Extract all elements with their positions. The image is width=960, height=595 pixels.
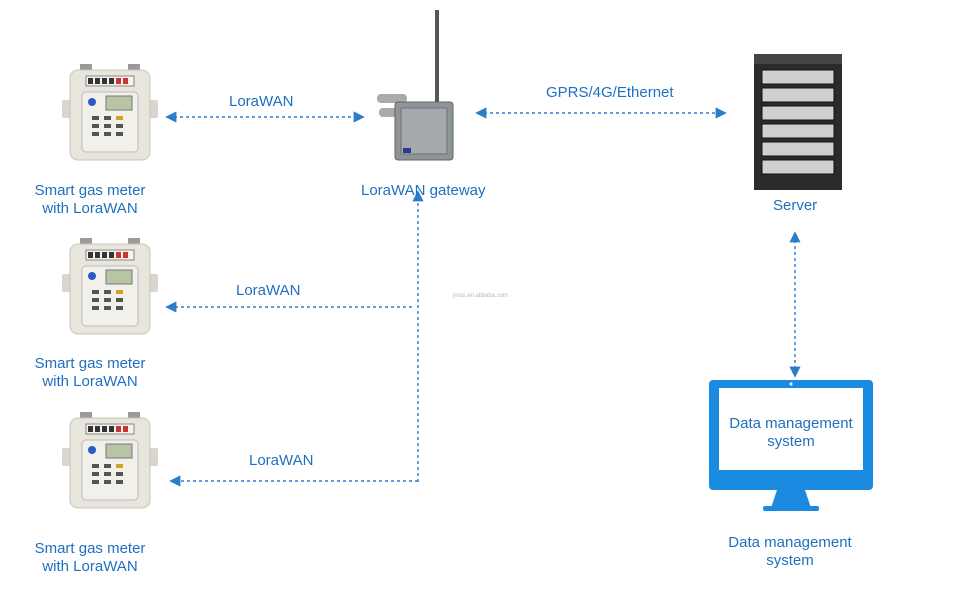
gateway-label: LoraWAN gateway xyxy=(361,182,486,199)
watermark: jmas.en.alibaba.com xyxy=(453,293,509,299)
link-label-2: LoraWAN xyxy=(236,282,301,299)
server-icon xyxy=(754,54,842,190)
gas-meter-icon xyxy=(62,64,158,161)
backhaul-label: GPRS/4G/Ethernet xyxy=(546,84,674,101)
monitor-icon xyxy=(709,380,873,511)
gas-meter-icon xyxy=(62,412,158,509)
gateway-icon xyxy=(377,10,454,161)
gas-meter-icon xyxy=(62,238,158,335)
link-label-1: LoraWAN xyxy=(229,93,294,110)
link-label-3: LoraWAN xyxy=(249,452,314,469)
server-label: Server xyxy=(773,197,818,214)
